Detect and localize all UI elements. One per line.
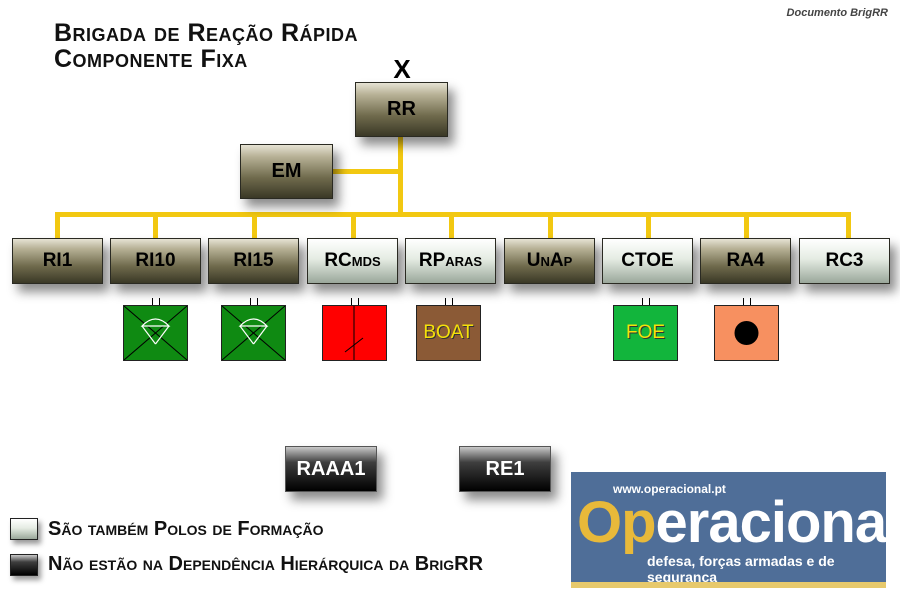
- node-rc3: RC3: [799, 238, 890, 284]
- connector-drop-3: [252, 212, 257, 240]
- node-ri1: RI1: [12, 238, 103, 284]
- artillery-dot-icon: [734, 321, 759, 345]
- brigade-echelon-mark: X: [393, 54, 411, 84]
- legend-dark-text: Não estão na Dependência Hierárquica da …: [48, 553, 484, 575]
- foe-symbol-label: FOE: [625, 322, 666, 343]
- logo-tagline: defesa, forças armadas e de segurança: [647, 553, 835, 582]
- symbol-tick: [151, 298, 160, 305]
- logo-brand-highlight: Op: [577, 490, 657, 555]
- connector-drop-4: [351, 212, 356, 240]
- legend-swatch-light: [10, 518, 38, 540]
- node-ctoe: CTOE: [602, 238, 693, 284]
- symbol-tick: [249, 298, 258, 305]
- node-raaa1: RAAA1: [285, 446, 377, 492]
- legend-swatch-dark: [10, 554, 38, 576]
- airborne-infantry-icon: [221, 305, 286, 361]
- legend-light-text: São também Polos de Formação: [48, 518, 324, 540]
- node-ra4: RA4: [700, 238, 791, 284]
- boat-symbol-label: BOAT: [423, 322, 474, 343]
- boat-symbol-rparas: BOAT: [416, 298, 481, 361]
- commando-lightning-icon: [344, 306, 364, 360]
- connector-drop-5: [449, 212, 454, 240]
- node-em: EM: [240, 144, 333, 199]
- symbol-tick: [350, 298, 359, 305]
- symbol-tick: [742, 298, 751, 305]
- airborne-infantry-icon: [123, 305, 188, 361]
- logo-url: www.operacional.pt: [613, 482, 726, 496]
- logo-brand-rest: eracional: [655, 490, 886, 555]
- connector-drop-2: [153, 212, 158, 240]
- node-re1: RE1: [459, 446, 551, 492]
- node-rr: RR: [355, 82, 448, 137]
- airborne-infantry-symbol-ri10: [123, 298, 188, 361]
- artillery-symbol-ra4: [714, 298, 779, 361]
- commando-symbol-rcmds: [322, 298, 387, 361]
- connector-em-horizontal: [332, 169, 402, 174]
- title-line-1: Brigada de Reação Rápida: [54, 19, 359, 47]
- title-line-2: Componente Fixa: [54, 45, 248, 73]
- symbol-tick: [444, 298, 453, 305]
- connector-drop-6: [548, 212, 553, 240]
- logo-brand: Operacional: [577, 492, 886, 554]
- airborne-infantry-symbol-ri15: [221, 298, 286, 361]
- connector-drop-7: [646, 212, 651, 240]
- node-rcmds: RCmds: [307, 238, 398, 284]
- connector-rr-vertical: [398, 136, 403, 214]
- node-rparas: RParas: [405, 238, 496, 284]
- source-note: Documento BrigRR: [786, 7, 888, 19]
- foe-symbol-ctoe: FOE: [613, 298, 678, 361]
- operacional-logo: www.operacional.pt Operacional defesa, f…: [571, 472, 886, 582]
- connector-drop-8: [744, 212, 749, 240]
- node-unap: UnAp: [504, 238, 595, 284]
- node-ri10: RI10: [110, 238, 201, 284]
- node-ri15: RI15: [208, 238, 299, 284]
- connector-drop-9: [846, 212, 851, 240]
- connector-drop-1: [55, 212, 60, 240]
- symbol-tick: [641, 298, 650, 305]
